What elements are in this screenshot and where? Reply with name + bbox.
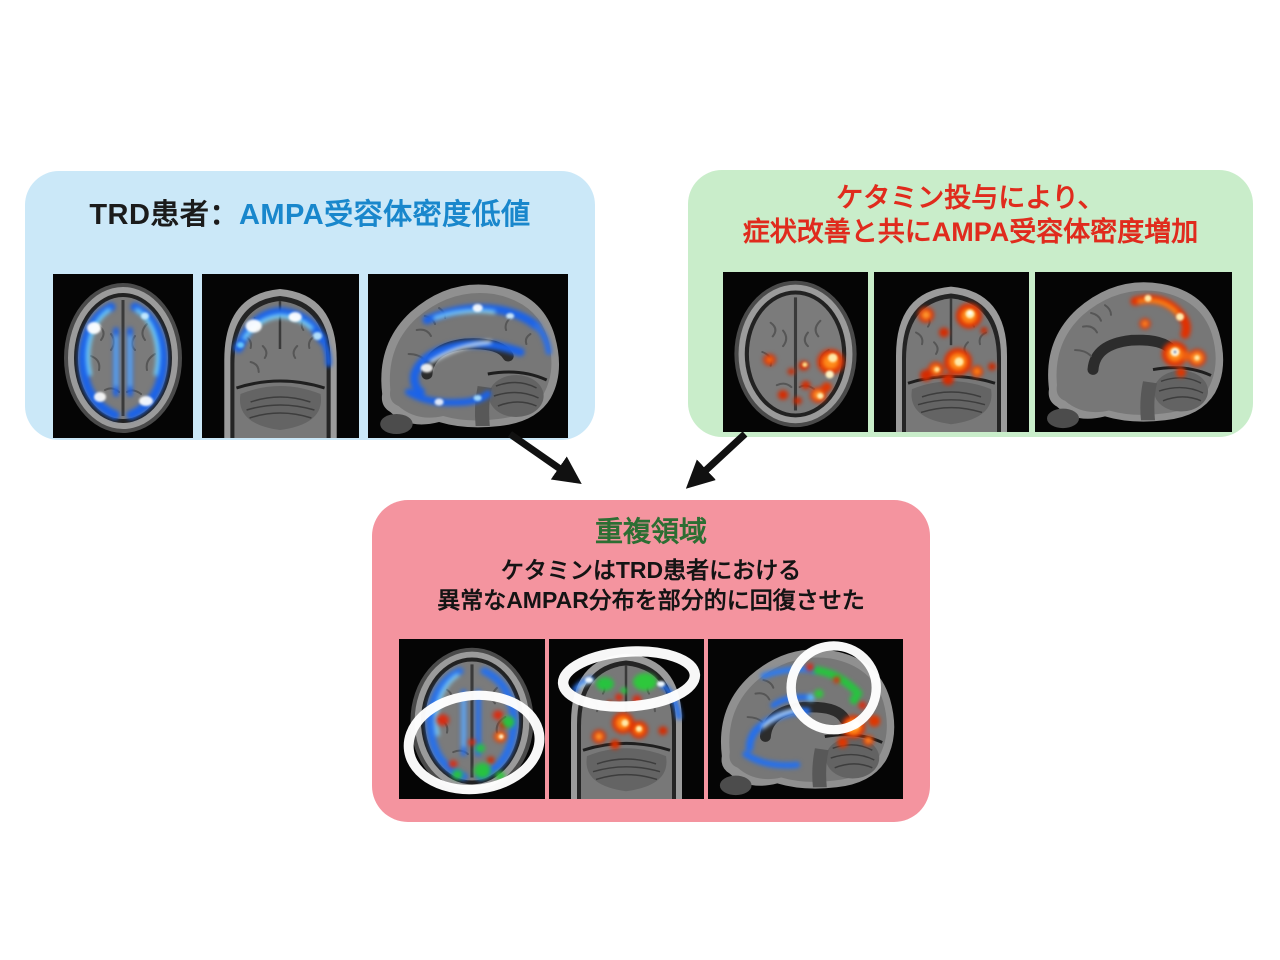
hot-cores: [802, 352, 838, 399]
overlap-coronal-scan: [549, 638, 704, 799]
trd-box: TRD患者：AMPA受容体密度低値: [25, 171, 595, 440]
ketamine-sagittal-scan: [1035, 271, 1232, 432]
flow-arrows: [507, 431, 748, 489]
arrow-trd-to-overlap: [507, 431, 582, 485]
hot-cores: [1144, 294, 1200, 360]
arrow-ketamine-to-overlap: [685, 431, 748, 489]
highlight-ring: [557, 646, 701, 712]
trd-box-title: TRD患者：AMPA受容体密度低値: [25, 191, 595, 233]
overlap-subtitle-line1: ケタミンはTRD患者における: [500, 557, 802, 583]
cold-hotspots: [420, 304, 514, 406]
green-overlay: [596, 672, 657, 694]
overlap-sagittal-scan: [708, 638, 903, 799]
trd-sagittal-scan: [367, 274, 568, 438]
trd-axial-scan: [52, 274, 193, 438]
ketamine-title-line2: 症状改善と共にAMPA受容体密度増加: [742, 216, 1199, 247]
highlight-ring: [403, 690, 545, 794]
ketamine-axial-scan: [723, 271, 868, 432]
hot-cores: [585, 676, 665, 732]
overlap-scan-row: [372, 638, 930, 799]
trd-title-prefix: TRD患者：: [89, 199, 239, 231]
highlight-ring: [786, 640, 881, 735]
overlap-box: 重複領域 ケタミンはTRD患者における異常なAMPAR分布を部分的に回復させた: [372, 500, 930, 822]
overlap-box-subtitle: ケタミンはTRD患者における異常なAMPAR分布を部分的に回復させた: [372, 556, 930, 616]
ketamine-box-title: ケタミン投与により、症状改善と共にAMPA受容体密度増加: [688, 182, 1253, 250]
overlap-box-title: 重複領域: [594, 516, 707, 547]
trd-coronal-scan: [201, 274, 359, 438]
trd-scan-row: [25, 274, 595, 438]
ketamine-scan-row: [688, 271, 1253, 432]
cold-overlay: [426, 667, 518, 781]
cold-hotspots: [86, 312, 153, 406]
trd-title-highlight: AMPA受容体密度低値: [238, 199, 531, 231]
cold-overlay: [404, 304, 552, 406]
ketamine-title-line1: ケタミン投与により、: [836, 183, 1105, 213]
hot-cores: [498, 734, 504, 739]
green-overlay: [452, 715, 515, 780]
ketamine-coronal-scan: [874, 271, 1029, 432]
hot-cores: [934, 309, 975, 372]
ketamine-box: ケタミン投与により、症状改善と共にAMPA受容体密度増加: [688, 170, 1253, 437]
cold-hotspots: [236, 312, 322, 348]
overlap-axial-scan: [399, 638, 545, 799]
overlap-subtitle-line2: 異常なAMPAR分布を部分的に回復させた: [437, 586, 865, 613]
